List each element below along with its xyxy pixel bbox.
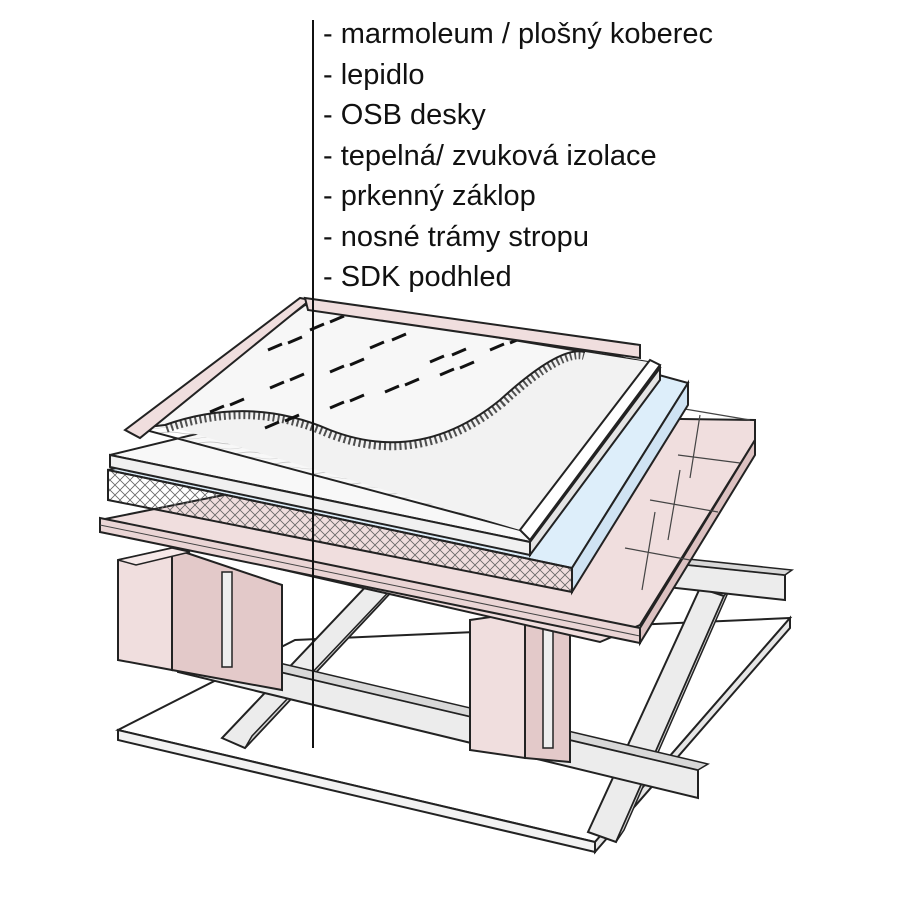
layer-legend: - marmoleum / plošný koberec - lepidlo -… <box>323 14 713 298</box>
legend-item-adhesive: - lepidlo <box>323 58 425 91</box>
legend-item-plasterboard: - SDK podhled <box>323 261 512 293</box>
legend-item-osb: - OSB desky <box>323 99 486 131</box>
floor-edge-strips <box>123 296 662 542</box>
ceiling-beam-left <box>117 546 283 692</box>
legend-item-plank-boarding: - prkenný záklop <box>323 180 536 212</box>
ceiling-beam-right <box>469 610 571 764</box>
legend-item-insulation: - tepelná/ zvuková izolace <box>323 139 657 172</box>
legend-item-beams: - nosné trámy stropu <box>323 220 589 253</box>
legend-item-marmoleum: - marmoleum / plošný koberec <box>323 18 714 50</box>
